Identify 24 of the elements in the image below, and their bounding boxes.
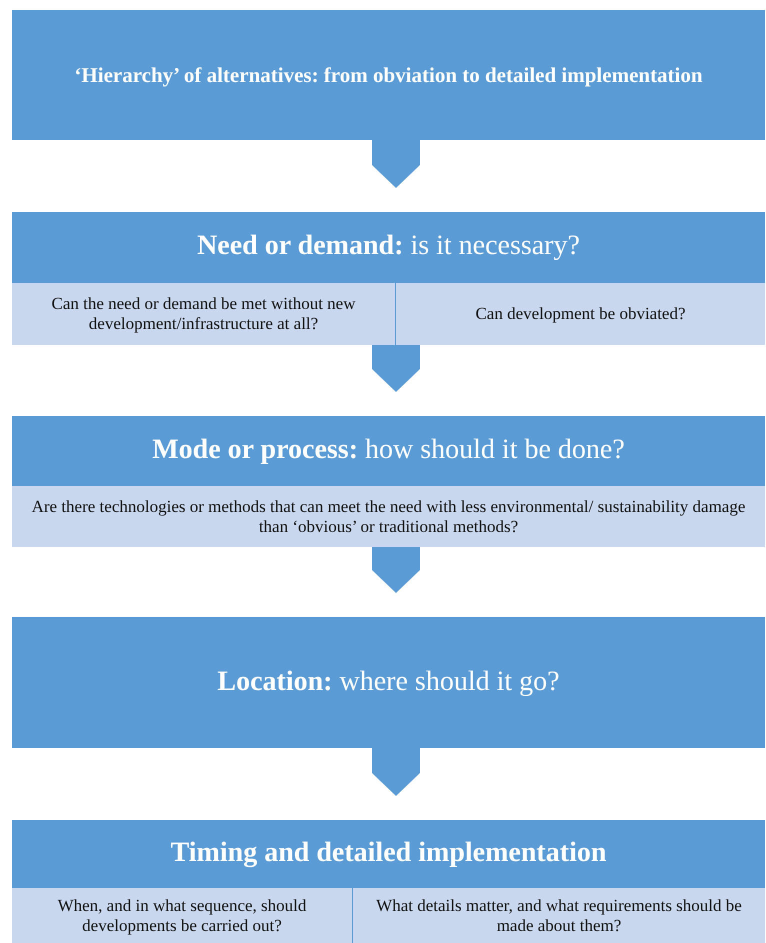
block-arrow [372,140,420,188]
stage-heading: Mode or process: how should it be done? [152,434,625,466]
block-arrow [372,748,420,796]
block-arrow [372,345,420,392]
question-box [12,888,352,943]
stage-box [12,212,765,345]
question-box [12,486,765,547]
stage-heading: Location: where should it go? [217,666,560,699]
question-box [396,283,765,345]
question-box [353,888,765,943]
stage-box [12,820,765,943]
stage-heading: Timing and detailed implementation [170,837,606,870]
stage-heading: Need or demand: is it necessary? [197,230,580,262]
question-text: Can the need or demand be met without new development/infrastructure at all? [50,294,357,334]
block-arrow [372,547,420,594]
question-box [12,283,395,345]
question-text: Are there technologies or methods that can meet the need with less environmental/ sustainability damage than ‘obvious’ or traditional methods? [30,496,746,536]
stage-box [12,10,765,140]
question-text: What details matter, and what requirements should be made about them? [375,896,743,936]
stage-box [12,416,765,547]
question-text: When, and in what sequence, should developments be carried out? [56,896,308,936]
stage-box [12,617,765,748]
question-text: Can development be obviated? [475,304,686,324]
stage-heading: ‘Hierarchy’ of alternatives: from obviation to detailed implementation [74,62,703,88]
